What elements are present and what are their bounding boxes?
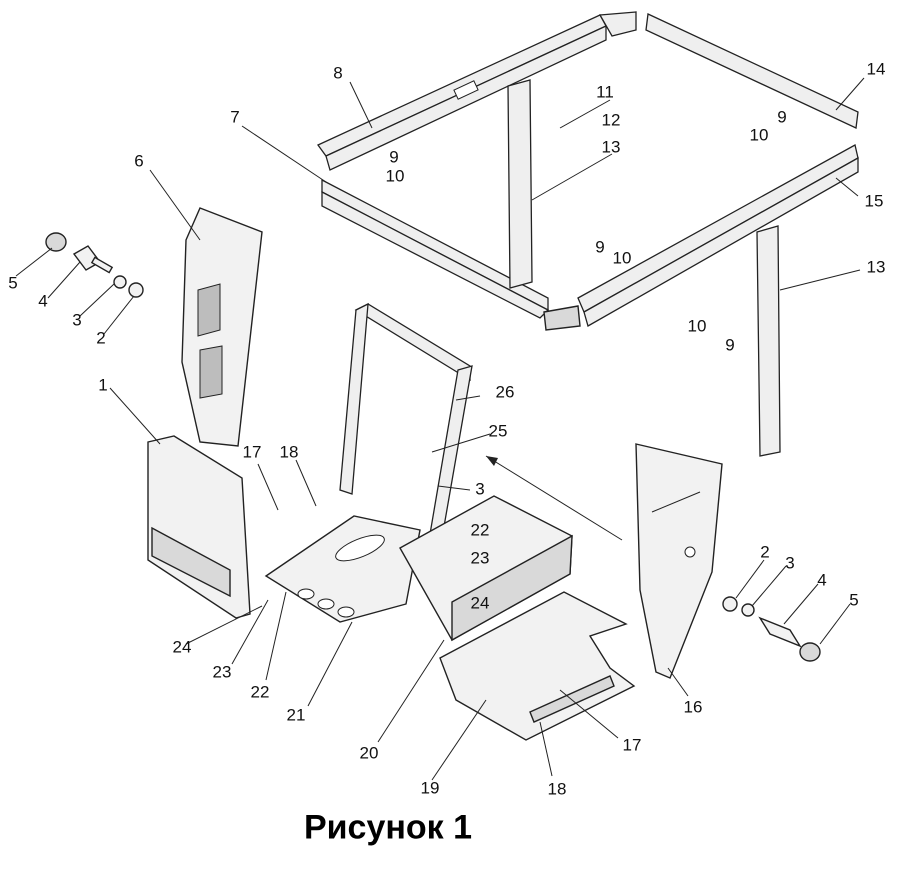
frame-rail-7 bbox=[321, 178, 550, 319]
callout-18-left: 18 bbox=[279, 442, 299, 462]
callout-14: 14 bbox=[866, 59, 886, 79]
callout-13-right: 13 bbox=[866, 257, 886, 277]
callout-3-right: 3 bbox=[785, 553, 795, 573]
assembly-arrow bbox=[485, 455, 623, 541]
upright-13-right bbox=[756, 225, 781, 457]
callout-7: 7 bbox=[230, 107, 240, 127]
callout-17-bottom: 17 bbox=[622, 735, 642, 755]
callout-21: 21 bbox=[286, 705, 306, 725]
callout-19: 19 bbox=[420, 778, 440, 798]
callout-16: 16 bbox=[683, 697, 703, 717]
callout-2-left: 2 bbox=[96, 328, 106, 348]
callout-4-left: 4 bbox=[38, 291, 48, 311]
callout-17-left: 17 bbox=[242, 442, 262, 462]
box-20 bbox=[399, 495, 573, 642]
callout-4-right: 4 bbox=[817, 570, 827, 590]
callout-24-left: 24 bbox=[172, 637, 192, 657]
callout-9-b: 9 bbox=[777, 107, 787, 127]
base-plate-21 bbox=[264, 515, 421, 623]
callout-8: 8 bbox=[333, 63, 343, 83]
callout-5-right: 5 bbox=[849, 590, 859, 610]
callout-18-bottom: 18 bbox=[547, 779, 567, 799]
frame-rail-14 bbox=[598, 11, 859, 129]
frame-rail-15 bbox=[543, 144, 859, 331]
callout-10-b: 10 bbox=[749, 125, 769, 145]
callout-20: 20 bbox=[359, 743, 379, 763]
enclosure-1 bbox=[147, 435, 251, 619]
callout-22-center: 22 bbox=[470, 520, 490, 540]
callout-10-c: 10 bbox=[612, 248, 632, 268]
callout-12: 12 bbox=[601, 110, 621, 130]
fastener-set-left bbox=[45, 232, 144, 298]
floor-mat-19 bbox=[439, 591, 636, 741]
fastener-set-right bbox=[722, 596, 821, 662]
callout-11: 11 bbox=[596, 82, 614, 102]
callout-3-center: 3 bbox=[475, 479, 485, 499]
callout-25: 25 bbox=[488, 421, 508, 441]
leader-lines bbox=[15, 77, 865, 781]
side-panel-6 bbox=[181, 207, 263, 447]
callout-2-right: 2 bbox=[760, 542, 770, 562]
callout-5-left: 5 bbox=[8, 273, 18, 293]
callout-9-a: 9 bbox=[389, 147, 399, 167]
seat-frame-26 bbox=[339, 302, 473, 539]
figure-caption: Рисунок 1 bbox=[303, 808, 473, 847]
callout-9-c: 9 bbox=[595, 237, 605, 257]
callout-3-left: 3 bbox=[72, 310, 82, 330]
callout-10-d: 10 bbox=[687, 316, 707, 336]
callout-15: 15 bbox=[864, 191, 884, 211]
upright-13-left bbox=[507, 79, 533, 289]
callout-22-left: 22 bbox=[250, 682, 270, 702]
callout-24-center: 24 bbox=[470, 593, 490, 613]
callout-26: 26 bbox=[495, 382, 515, 402]
callout-23-left: 23 bbox=[212, 662, 232, 682]
callout-6: 6 bbox=[134, 151, 144, 171]
callout-10-a: 10 bbox=[385, 166, 405, 186]
frame-rail-8 bbox=[317, 14, 607, 171]
callout-13-left: 13 bbox=[601, 137, 621, 157]
callout-1: 1 bbox=[98, 375, 108, 395]
side-panel-16 bbox=[635, 443, 723, 679]
callout-9-d: 9 bbox=[725, 335, 735, 355]
callout-23-center: 23 bbox=[470, 548, 490, 568]
